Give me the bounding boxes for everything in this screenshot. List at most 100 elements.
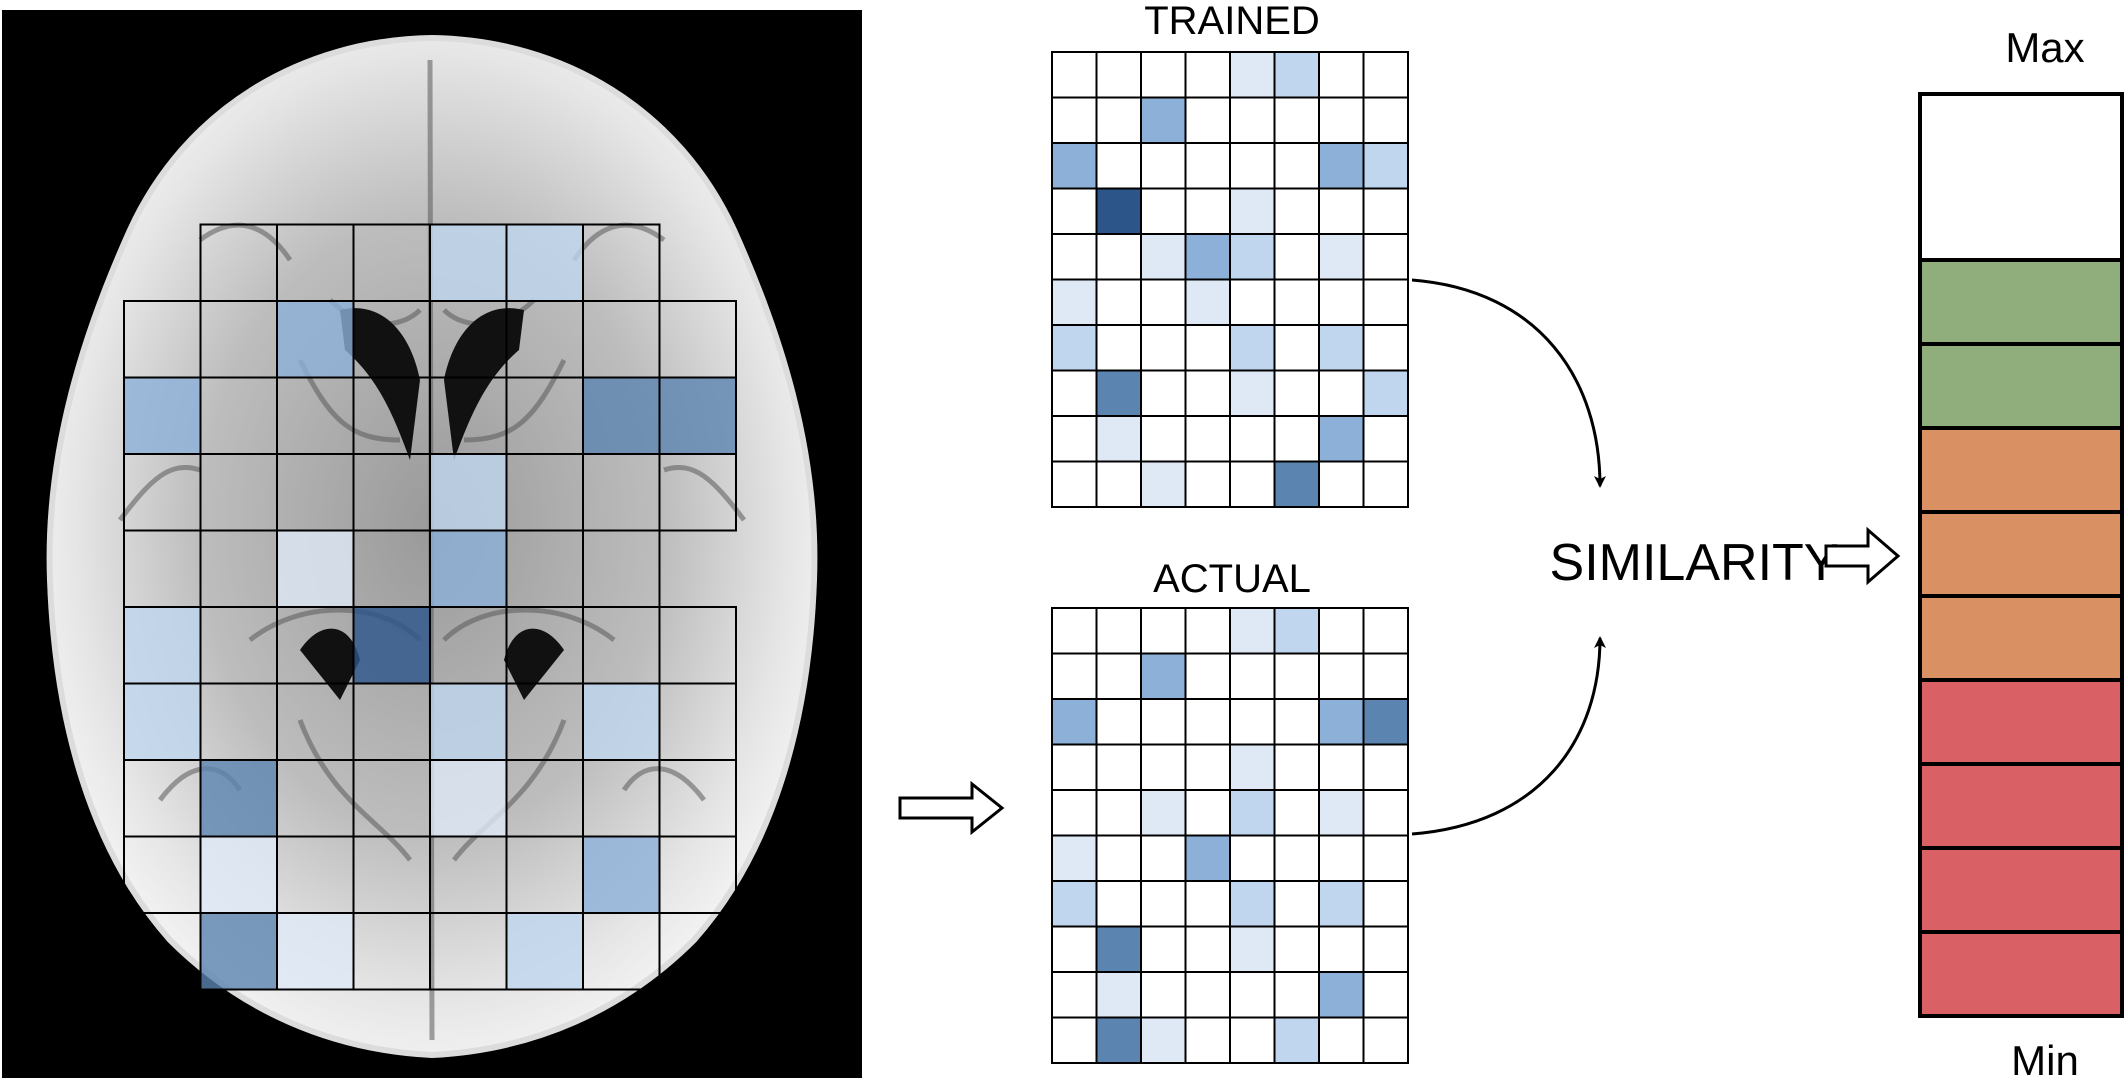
trained-matrix-cell: [1140, 278, 1187, 326]
trained-matrix-cell: [1229, 415, 1276, 463]
trained-matrix-cell: [1362, 415, 1409, 463]
trained-matrix-cell: [1095, 96, 1142, 144]
trained-matrix-cell: [1229, 187, 1276, 235]
brain-roi-cell: [199, 912, 278, 991]
max-label: Max: [2005, 24, 2084, 71]
trained-matrix-cell: [1051, 369, 1098, 417]
actual-matrix-cell: [1318, 698, 1365, 746]
actual-matrix-cell: [1140, 971, 1187, 1019]
actual-matrix-cell: [1140, 743, 1187, 791]
trained-matrix-cell: [1140, 51, 1187, 99]
trained-matrix-cell: [1095, 415, 1142, 463]
trained-matrix-cell: [1318, 233, 1365, 281]
trained-matrix-cell: [1362, 142, 1409, 190]
trained-matrix-cell: [1140, 369, 1187, 417]
trained-matrix-cell: [1273, 324, 1320, 372]
trained-matrix-cell: [1051, 142, 1098, 190]
actual-matrix-cell: [1273, 1016, 1320, 1064]
trained-matrix-cell: [1362, 233, 1409, 281]
actual-matrix-cell: [1140, 789, 1187, 837]
actual-matrix-cell: [1273, 652, 1320, 700]
trained-matrix-cell: [1318, 460, 1365, 508]
ventricles: [300, 308, 564, 700]
actual-matrix-cell: [1273, 880, 1320, 928]
trained-matrix-cell: [1051, 278, 1098, 326]
brain-roi-cell: [123, 682, 202, 761]
trained-label: TRAINED: [1144, 0, 1320, 43]
scale-segment-orange: [1918, 426, 2124, 514]
trained-matrix-cell: [1095, 142, 1142, 190]
trained-matrix-cell: [1051, 187, 1098, 235]
trained-matrix-cell: [1229, 96, 1276, 144]
scale-segment-green: [1918, 258, 2124, 346]
trained-matrix-cell: [1318, 96, 1365, 144]
trained-matrix-cell: [1140, 96, 1187, 144]
brain-roi-cell: [123, 606, 202, 685]
brain-roi-cell: [582, 682, 661, 761]
trained-matrix-cell: [1184, 51, 1231, 99]
actual-matrix-cell: [1318, 789, 1365, 837]
actual-matrix-cell: [1318, 971, 1365, 1019]
trained-matrix-cell: [1095, 233, 1142, 281]
actual-matrix-cell: [1362, 789, 1409, 837]
brain-roi-cell: [658, 453, 737, 532]
trained-matrix-cell: [1184, 460, 1231, 508]
trained-matrix-cell: [1140, 324, 1187, 372]
actual-matrix-cell: [1273, 607, 1320, 655]
scale-segment-red: [1918, 846, 2124, 934]
trained-matrix-cell: [1184, 187, 1231, 235]
scale-segment-green: [1918, 342, 2124, 430]
actual-matrix-cell: [1318, 925, 1365, 973]
trained-matrix-cell: [1051, 233, 1098, 281]
actual-matrix-cell: [1184, 925, 1231, 973]
trained-matrix-cell: [1184, 233, 1231, 281]
actual-matrix-cell: [1273, 743, 1320, 791]
actual-matrix-cell: [1095, 743, 1142, 791]
actual-matrix-cell: [1051, 652, 1098, 700]
actual-matrix-cell: [1318, 834, 1365, 882]
actual-matrix-cell: [1140, 834, 1187, 882]
actual-matrix-cell: [1095, 925, 1142, 973]
actual-matrix-cell: [1229, 834, 1276, 882]
trained-matrix-cell: [1318, 324, 1365, 372]
brain-roi-cell: [352, 606, 431, 685]
trained-matrix-cell: [1362, 51, 1409, 99]
trained-matrix-cell: [1318, 278, 1365, 326]
actual-matrix-cell: [1229, 789, 1276, 837]
trained-matrix-cell: [1095, 51, 1142, 99]
actual-matrix-cell: [1184, 834, 1231, 882]
trained-matrix-cell: [1184, 324, 1231, 372]
actual-label: ACTUAL: [1153, 557, 1311, 601]
actual-matrix-cell: [1140, 1016, 1187, 1064]
trained-matrix-cell: [1051, 324, 1098, 372]
actual-matrix-cell: [1273, 698, 1320, 746]
actual-matrix-cell: [1362, 652, 1409, 700]
brain-roi-cell: [429, 529, 508, 608]
brain-roi-cell: [199, 835, 278, 914]
brain-roi-cell: [123, 376, 202, 455]
similarity-scale: [1918, 92, 2124, 1018]
trained-matrix-cell: [1051, 51, 1098, 99]
actual-matrix-cell: [1140, 880, 1187, 928]
trained-matrix-cell: [1229, 51, 1276, 99]
scale-segment-orange: [1918, 510, 2124, 598]
brain-panel: [2, 10, 862, 1078]
curved-arrow-icon: [1411, 278, 1606, 488]
brain-roi-cell: [276, 300, 355, 379]
brain-roi-grid: [123, 223, 737, 991]
trained-matrix-cell: [1318, 51, 1365, 99]
actual-matrix-cell: [1362, 743, 1409, 791]
actual-matrix-cell: [1273, 834, 1320, 882]
brain-roi-cell: [582, 376, 661, 455]
min-label: Min: [2011, 1037, 2079, 1083]
trained-matrix-cell: [1184, 96, 1231, 144]
trained-matrix-cell: [1273, 369, 1320, 417]
actual-matrix-cell: [1273, 789, 1320, 837]
actual-matrix-cell: [1184, 1016, 1231, 1064]
actual-matrix-cell: [1140, 652, 1187, 700]
trained-matrix-cell: [1318, 142, 1365, 190]
brain-roi-cell: [276, 529, 355, 608]
actual-matrix-cell: [1140, 925, 1187, 973]
trained-matrix-cell: [1095, 324, 1142, 372]
